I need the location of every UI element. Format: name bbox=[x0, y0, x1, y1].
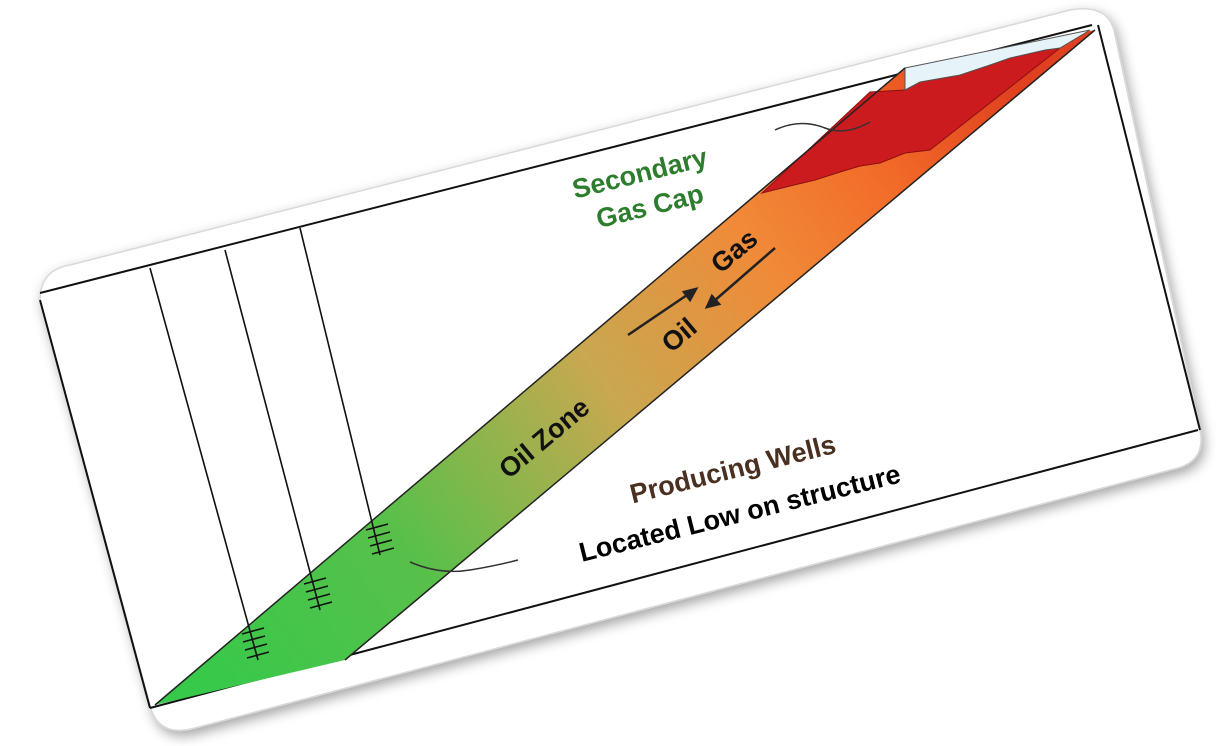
flow-arrows bbox=[627, 247, 776, 337]
oil-zone-leader bbox=[409, 559, 519, 573]
leader-lines bbox=[409, 121, 871, 573]
frame-left-line bbox=[39, 299, 151, 709]
oil-zone-belt bbox=[155, 30, 1095, 705]
frame-right-line bbox=[1097, 24, 1201, 431]
reservoir-belt bbox=[154, 29, 1096, 706]
gas-cap-leader bbox=[774, 121, 871, 132]
oil-flow-arrowhead bbox=[681, 287, 699, 303]
well-2 bbox=[224, 249, 321, 611]
well-2-perforations bbox=[303, 577, 333, 609]
well-3-perforations bbox=[365, 523, 395, 555]
cap-top-strip bbox=[904, 29, 1091, 91]
well-1 bbox=[149, 267, 259, 661]
gas-flow-arrowhead bbox=[704, 293, 722, 309]
well-3 bbox=[299, 227, 381, 556]
well-1-perforations bbox=[241, 627, 270, 659]
producing-wells bbox=[149, 227, 395, 661]
oil-flow-arrow bbox=[627, 291, 691, 337]
gas-flow-arrow bbox=[712, 247, 776, 303]
